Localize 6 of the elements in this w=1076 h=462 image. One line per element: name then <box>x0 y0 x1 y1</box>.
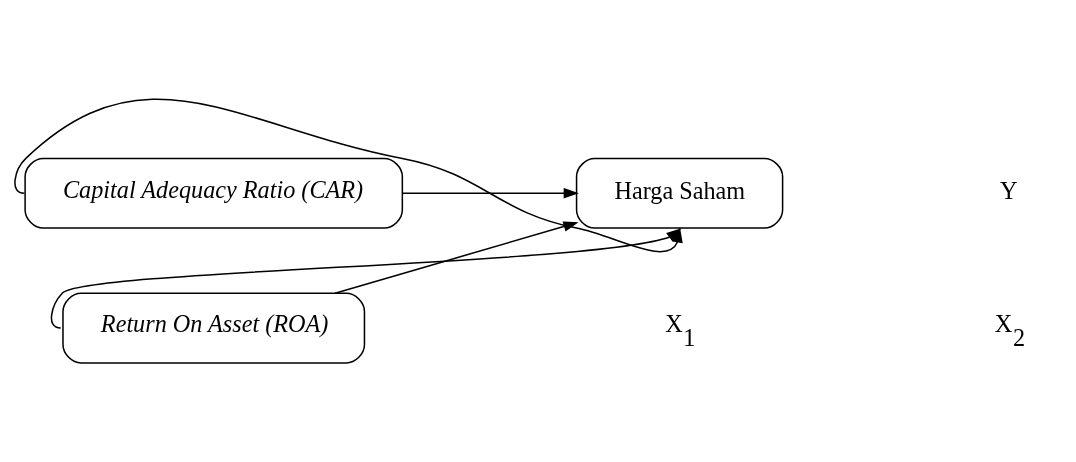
node-box: Return On Asset (ROA) <box>62 292 366 364</box>
label: Y <box>1000 177 1018 205</box>
arrow <box>50 228 682 329</box>
arrow <box>402 187 579 199</box>
node-box: Harga Saham <box>575 157 784 229</box>
node-box: Capital Adequacy Ratio (CAR) <box>24 157 404 229</box>
